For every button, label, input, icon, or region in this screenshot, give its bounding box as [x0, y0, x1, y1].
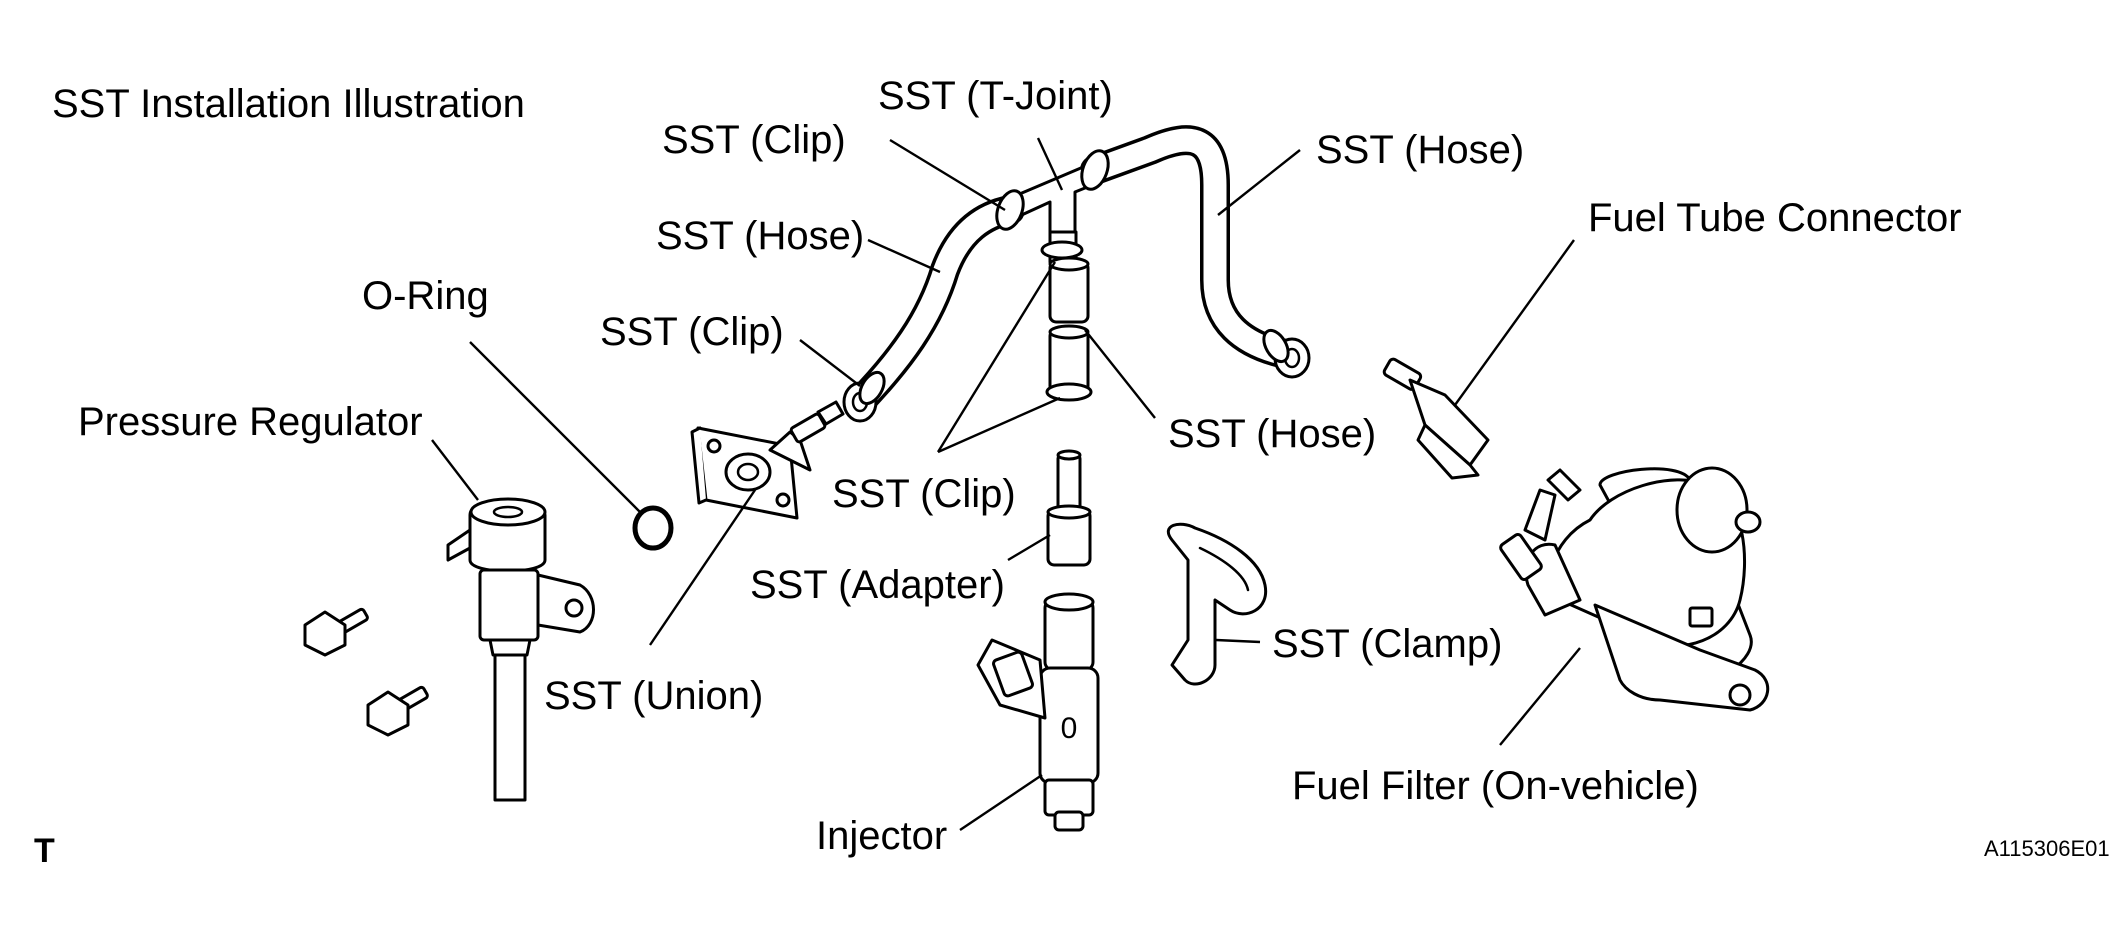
label-sst-hose-left: SST (Hose) [656, 214, 865, 258]
pressure-regulator-part [446, 497, 595, 802]
label-sst-clamp: SST (Clamp) [1272, 622, 1503, 666]
label-sst-hose-center: SST (Hose) [1168, 412, 1377, 456]
o-ring-part [632, 505, 674, 551]
label-sst-adapter: SST (Adapter) [750, 563, 1005, 607]
sst-union-part [690, 400, 845, 520]
label-sst-hose-right: SST (Hose) [1316, 128, 1525, 172]
fuel-filter-part [1499, 466, 1770, 712]
leader-lines [431, 137, 1581, 831]
label-sst-clip-center: SST (Clip) [832, 472, 1016, 516]
label-sst-union: SST (Union) [544, 674, 764, 718]
sst-hose-center-part [1045, 256, 1093, 402]
figure-code: A115306E01 [1984, 836, 2110, 861]
label-sst-clip-left: SST (Clip) [600, 310, 784, 354]
corner-mark: T [34, 832, 55, 870]
label-fuel-filter: Fuel Filter (On-vehicle) [1292, 764, 1699, 808]
bolt-lower [366, 685, 429, 737]
label-sst-t-joint: SST (T-Joint) [878, 74, 1113, 118]
sst-adapter-part [1046, 449, 1092, 567]
hose-assembly [842, 125, 1311, 423]
label-sst-clip-top: SST (Clip) [662, 118, 846, 162]
bolt-upper [303, 607, 369, 657]
label-injector: Injector [816, 814, 948, 858]
label-fuel-tube-connector: Fuel Tube Connector [1588, 196, 1962, 240]
injector-zero-mark: 0 [1061, 712, 1078, 745]
label-pressure-regulator: Pressure Regulator [78, 400, 423, 444]
diagram-title: SST Installation Illustration [52, 82, 525, 126]
sst-clamp-part [1166, 522, 1268, 686]
injector-part [976, 592, 1100, 832]
label-o-ring: O-Ring [362, 274, 489, 318]
fuel-tube-connector-part [1382, 357, 1490, 480]
